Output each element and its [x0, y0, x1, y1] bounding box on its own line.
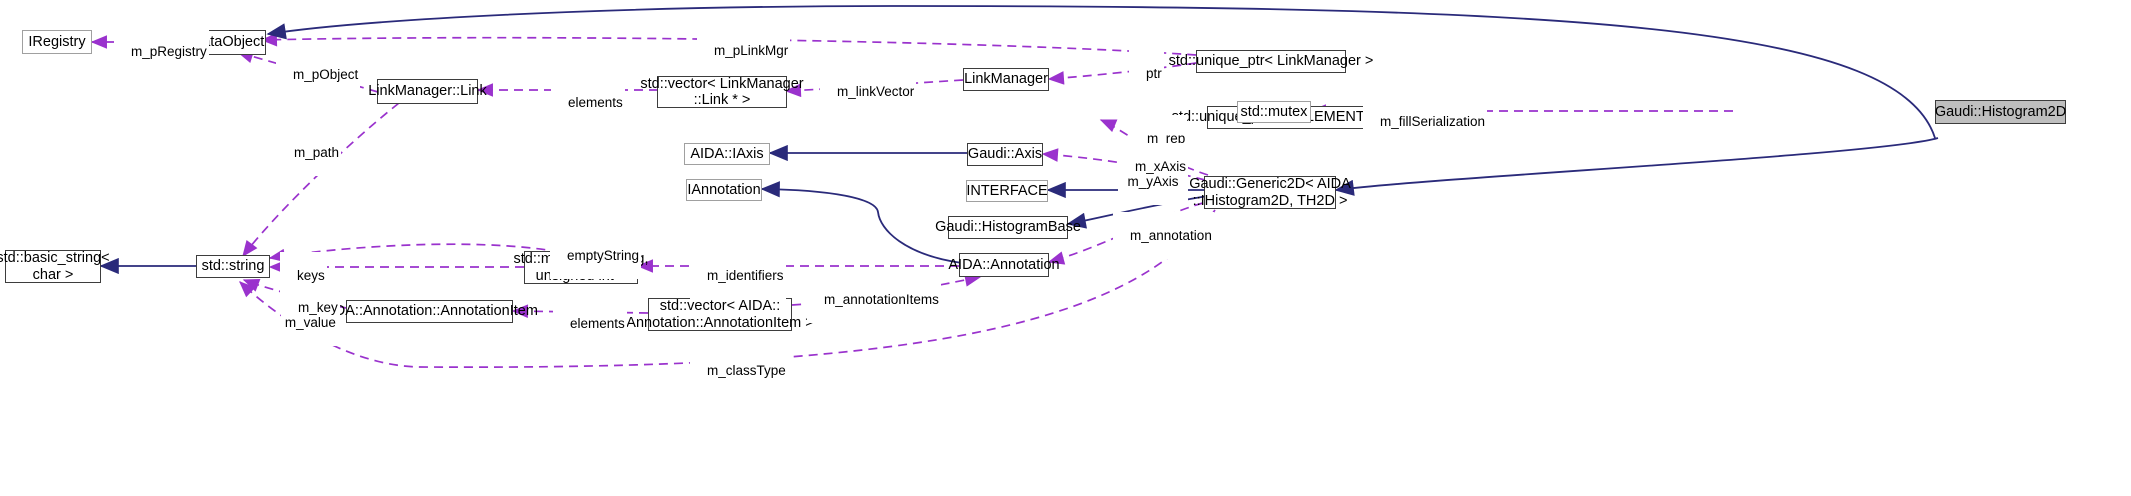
node-label: std::string [201, 258, 265, 275]
node-std-string[interactable]: std::string [196, 255, 270, 278]
edge-label-m-annotation: m_annotation [1113, 212, 1214, 259]
label-text: m_annotation [1130, 227, 1212, 243]
node-vector-annotation-item[interactable]: std::vector< AIDA:: Annotation::Annotati… [626, 298, 814, 331]
edge-label-m-annotationitems: m_annotationItems [807, 276, 941, 323]
edge-label-m-path: m_path [277, 129, 342, 176]
label-text: m_annotationItems [824, 291, 939, 307]
edge-label-m-plinkmgr: m_pLinkMgr [697, 27, 791, 74]
node-label: IAnnotation [687, 181, 761, 198]
label-text: m_identifiers [707, 267, 784, 283]
node-label: std::vector< LinkManager ::Link * > [640, 75, 804, 108]
node-iregistry[interactable]: IRegistry [22, 30, 92, 54]
node-label: Gaudi::Histogram2D [1934, 103, 2067, 120]
edge-label-m-classtype: m_classType [690, 347, 788, 394]
label-text: m_linkVector [837, 83, 915, 99]
node-gaudi-histogrambase[interactable]: Gaudi::HistogramBase [935, 216, 1081, 239]
label-text: keys [297, 267, 325, 283]
node-label: std::vector< AIDA:: Annotation::Annotati… [626, 298, 813, 331]
node-gaudi-histogram2d[interactable]: Gaudi::Histogram2D [1935, 100, 2066, 124]
node-std-mutex[interactable]: std::mutex [1237, 101, 1311, 123]
edge-label-m-linkvector: m_linkVector [820, 68, 917, 115]
edge-label-elements-annotationitem: elements [553, 300, 627, 347]
node-iannotation[interactable]: IAnnotation [686, 179, 762, 201]
node-label: std::unique_ptr< LinkManager > [1168, 53, 1374, 70]
node-label: AIDA::IAxis [690, 145, 764, 162]
label-text: ptr [1146, 65, 1162, 81]
label-text: m_pRegistry [131, 43, 207, 59]
label-text: m_fillSerialization [1380, 113, 1486, 129]
node-label: DataObject [191, 34, 265, 51]
node-label: LinkManager [964, 71, 1048, 88]
node-vector-linkmanager-link[interactable]: std::vector< LinkManager ::Link * > [640, 76, 804, 108]
node-std-basic-string[interactable]: std::basic_string< char > [0, 250, 110, 283]
node-gaudi-axis[interactable]: Gaudi::Axis [967, 143, 1043, 166]
label-text: m_pLinkMgr [714, 42, 789, 58]
edge-label-m-fillserialization: m_fillSerialization [1363, 98, 1488, 145]
node-label: AIDA::Annotation::AnnotationItem [321, 303, 538, 320]
edge-label-m-xaxis-m-yaxis: m_xAxis m_yAxis [1118, 143, 1189, 206]
label-text: m_rep [1147, 130, 1186, 146]
node-label: AIDA::Annotation [948, 256, 1060, 273]
node-label: Gaudi::Generic2D< AIDA ::IHistogram2D, T… [1189, 176, 1351, 209]
node-linkmanager[interactable]: LinkManager [963, 68, 1049, 91]
node-label: std::basic_string< char > [0, 250, 110, 283]
node-annotation-item[interactable]: AIDA::Annotation::AnnotationItem [321, 300, 538, 323]
label-text: m_pObject [293, 66, 359, 82]
node-interface[interactable]: INTERFACE [966, 180, 1048, 202]
edge-label-m-key-m-value: m_key m_value [281, 284, 340, 347]
node-aida-iaxis[interactable]: AIDA::IAxis [684, 143, 770, 165]
node-label: INTERFACE [966, 182, 1048, 199]
edge-label-m-pobject: m_pObject [276, 51, 361, 98]
label-text: m_key m_value [284, 299, 338, 331]
node-label: std::mutex [1240, 103, 1308, 120]
label-text: m_xAxis m_yAxis [1127, 158, 1187, 190]
label-text: elements [570, 315, 625, 331]
node-unique-ptr-linkmanager[interactable]: std::unique_ptr< LinkManager > [1169, 50, 1373, 73]
edge-label-m-pregistry: m_pRegistry [114, 28, 209, 75]
edge-label-m-identifiers: m_identifiers [690, 252, 786, 299]
edge-label-elements-link: elements [551, 79, 625, 126]
label-text: m_path [294, 144, 340, 160]
node-gaudi-generic2d[interactable]: Gaudi::Generic2D< AIDA ::IHistogram2D, T… [1189, 176, 1351, 209]
edge-label-emptystring: emptyString [550, 232, 642, 279]
label-text: elements [568, 94, 623, 110]
node-label: IRegistry [28, 33, 86, 50]
node-aida-annotation[interactable]: AIDA::Annotation [948, 253, 1060, 277]
edge-label-ptr: ptr [1129, 50, 1164, 97]
node-label: LinkManager::Link [368, 83, 487, 100]
node-label: Gaudi::Axis [967, 146, 1043, 163]
label-text: emptyString [567, 247, 640, 263]
label-text: m_classType [707, 362, 786, 378]
node-linkmanager-link[interactable]: LinkManager::Link [368, 79, 487, 104]
node-label: Gaudi::HistogramBase [935, 219, 1081, 236]
